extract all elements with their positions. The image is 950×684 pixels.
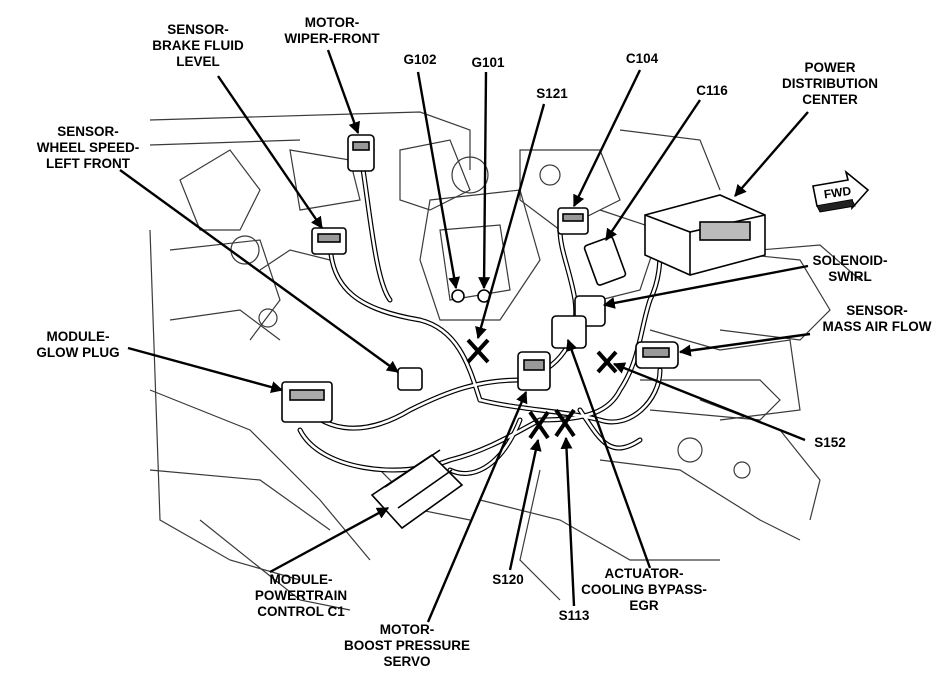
arrow-actuator <box>566 338 652 569</box>
arrow-g102 <box>416 71 461 290</box>
s113-splice-mark <box>554 408 576 438</box>
arrow-maf <box>678 332 811 357</box>
arrow-s152 <box>612 362 806 442</box>
fwd-arrow: FWD <box>812 169 870 213</box>
arrow-s120 <box>508 438 542 571</box>
arrow-pdc <box>734 111 809 197</box>
harness-outline <box>297 147 663 476</box>
s152-splice-mark <box>596 350 618 374</box>
label-power-distribution-center: POWER DISTRIBUTION CENTER <box>782 60 878 107</box>
label-mass-air-flow-sensor: SENSOR- MASS AIR FLOW <box>822 303 932 334</box>
arrow-c104 <box>572 69 642 208</box>
arrow-s121 <box>475 103 546 340</box>
label-g101: G101 <box>471 55 505 70</box>
g102-ground-eyelet <box>451 289 465 303</box>
label-brake-fluid-sensor: SENSOR- BRAKE FLUID LEVEL <box>152 22 244 69</box>
arrow-s113 <box>560 436 576 607</box>
glow-plug-module <box>281 381 333 423</box>
s121-splice-mark <box>466 338 490 364</box>
arrow-brake-fluid <box>217 75 323 229</box>
label-s121: S121 <box>536 86 568 101</box>
arrow-boost <box>426 390 528 623</box>
label-swirl-solenoid: SOLENOID- SWIRL <box>812 253 888 284</box>
wheel-speed-sensor-connector <box>397 367 423 391</box>
callout-arrows <box>119 49 811 623</box>
engine-bay-linework <box>149 111 861 611</box>
s120-splice-mark <box>528 410 550 440</box>
arrow-g101 <box>478 71 491 290</box>
c116-connector <box>583 236 627 286</box>
label-boost-pressure-servo: MOTOR- BOOST PRESSURE SERVO <box>343 622 471 669</box>
boost-servo-connector <box>517 351 551 391</box>
harness-fill <box>298 148 662 475</box>
label-wheel-speed-sensor: SENSOR- WHEEL SPEED- LEFT FRONT <box>36 124 140 171</box>
arrow-c116 <box>605 99 701 241</box>
label-powertrain-control-module: MODULE- POWERTRAIN CONTROL C1 <box>254 572 348 619</box>
components <box>281 134 766 530</box>
wiper-motor-connector <box>347 134 375 172</box>
label-s113: S113 <box>558 608 590 623</box>
label-wiper-motor: MOTOR- WIPER-FRONT <box>284 15 380 46</box>
label-s120: S120 <box>492 572 524 587</box>
label-glow-plug-module: MODULE- GLOW PLUG <box>36 329 120 360</box>
fwd-label: FWD <box>823 184 852 202</box>
arrow-glow <box>127 346 284 393</box>
label-g102: G102 <box>403 52 437 67</box>
label-s152: S152 <box>814 435 846 450</box>
arrow-pcm <box>269 506 390 574</box>
arrow-solenoid <box>602 264 809 309</box>
label-c116: C116 <box>696 83 728 98</box>
arrow-wiper <box>326 49 360 135</box>
label-egr-actuator: ACTUATOR- COOLING BYPASS- EGR <box>581 566 707 613</box>
arrow-wheel-speed <box>119 169 399 373</box>
label-c104: C104 <box>625 51 659 66</box>
